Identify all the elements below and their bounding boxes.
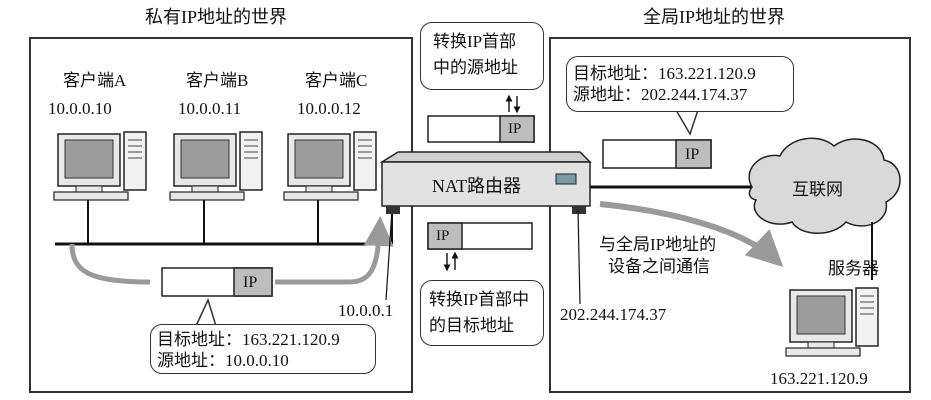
client-a-label: 客户端A (63, 71, 127, 90)
top-convert-arrows (505, 94, 521, 114)
global-packet (602, 139, 712, 169)
client-a-ip: 10.0.0.10 (48, 99, 112, 118)
nat-router (379, 151, 592, 214)
client-b-ip: 10.0.0.11 (178, 99, 242, 118)
router-label: NAT路由器 (432, 176, 521, 196)
router-bottom-note-line2: 的目标地址 (429, 316, 514, 335)
internet-cloud (748, 137, 901, 234)
router-packet-top (427, 115, 535, 143)
router-packet-bottom (427, 222, 533, 250)
bottom-convert-arrows (443, 251, 459, 272)
private-packet-ip-label: IP (243, 274, 258, 291)
router-bottom-note-line1: 转换IP首部中 (429, 290, 530, 309)
global-bubble-tail (675, 109, 699, 136)
client-b-label: 客户端B (186, 71, 249, 90)
server-computer (785, 287, 879, 357)
router-top-note-line2: 中的源地址 (433, 58, 518, 77)
private-header-bubble: 目标地址：163.221.120.9 源地址：10.0.0.10 (150, 324, 376, 374)
private-dest-address: 目标地址：163.221.120.9 (157, 330, 340, 349)
router-outer-ip: 202.244.174.37 (560, 305, 667, 324)
client-a-computer (53, 131, 147, 201)
private-flow-arrow (69, 222, 380, 285)
client-c-ip: 10.0.0.12 (297, 99, 361, 118)
server-label: 服务器 (828, 259, 879, 278)
router-bottom-note: 转换IP首部中 的目标地址 (420, 280, 544, 346)
lan-bus (55, 200, 393, 246)
private-src-address: 源地址：10.0.0.10 (157, 351, 289, 370)
router-packet-top-label: IP (508, 121, 522, 137)
private-world-title: 私有IP地址的世界 (145, 7, 288, 27)
client-b-computer (169, 131, 263, 201)
router-inner-ip: 10.0.0.1 (338, 301, 394, 320)
global-flow-arrow (599, 201, 784, 267)
global-dest-address: 目标地址：163.221.120.9 (573, 64, 756, 83)
outer-ip-pointer (577, 209, 581, 305)
comm-note-line2: 设备之间通信 (608, 257, 710, 276)
global-header-bubble: 目标地址：163.221.120.9 源地址：202.244.174.37 (566, 56, 794, 112)
router-top-note-line1: 转换IP首部 (433, 32, 517, 51)
global-packet-ip-label: IP (685, 146, 700, 163)
private-bubble-tail (195, 297, 217, 327)
comm-note-line1: 与全局IP地址的 (599, 235, 717, 254)
client-c-label: 客户端C (305, 71, 368, 90)
router-packet-bottom-label: IP (436, 228, 450, 244)
global-src-address: 源地址：202.244.174.37 (573, 85, 748, 104)
server-ip: 163.221.120.9 (770, 369, 868, 388)
inner-ip-pointer (385, 209, 393, 301)
private-packet (161, 267, 273, 297)
global-world-title: 全局IP地址的世界 (643, 7, 786, 27)
router-top-note: 转换IP首部 中的源地址 (420, 22, 544, 90)
internet-label: 互联网 (792, 180, 843, 199)
